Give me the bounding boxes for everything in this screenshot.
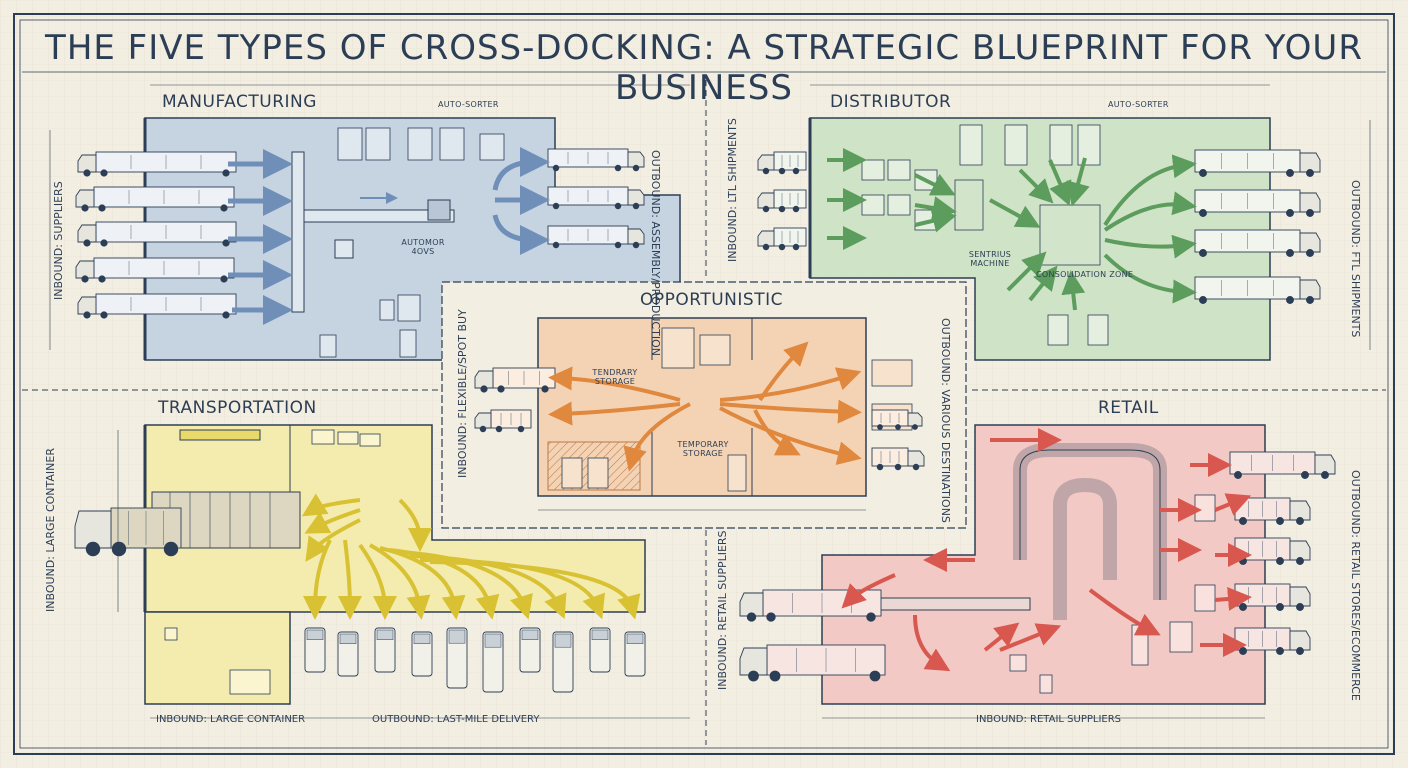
truck-icon — [77, 151, 237, 177]
truck-icon — [547, 186, 645, 210]
truck-icon — [757, 151, 807, 175]
truck-icon — [1229, 451, 1336, 479]
van-icon — [589, 627, 611, 673]
outbound-bottom-transportation: OUTBOUND: LAST-MILE DELIVERY — [372, 714, 540, 725]
van-icon — [304, 627, 326, 673]
truck-icon — [1234, 497, 1311, 525]
van-icon — [411, 631, 433, 677]
van-icon — [337, 631, 359, 677]
outbound-label-retail: OUTBOUND: RETAIL STORES/ECOMMERCE — [1349, 470, 1362, 701]
truck-icon — [1194, 149, 1321, 177]
retail-zone — [739, 424, 1336, 705]
truck-icon — [77, 293, 237, 319]
van-icon — [374, 627, 396, 673]
auto-sorter-label-distributor: AUTO-SORTER — [1108, 100, 1169, 109]
van-icon — [482, 631, 504, 693]
truck-icon — [871, 447, 925, 471]
zone-label-manufacturing: MANUFACTURING — [162, 92, 317, 112]
truck-icon — [1194, 189, 1321, 217]
truck-icon — [547, 148, 645, 172]
inbound-bottom-retail: INBOUND: RETAIL SUPPLIERS — [976, 714, 1122, 725]
storage-label-top: TENDRARY STORAGE — [592, 368, 638, 386]
truck-icon — [871, 409, 923, 430]
inbound-label-distributor: INBOUND: LTL SHIPMENTS — [726, 118, 739, 262]
outbound-label-opportunistic: OUTBOUND: VARIOUS DESTINATIONS — [939, 318, 952, 523]
outbound-label-manufacturing: OUTBOUND: ASSEMBLY/PRODUCTION — [649, 150, 662, 356]
zone-label-distributor: DISTRIBUTOR — [830, 92, 952, 112]
consolidation-zone-label: CONSOLIDATION ZONE — [1036, 270, 1134, 279]
inbound-label-retail-side: INBOUND: RETAIL SUPPLIERS — [716, 530, 729, 690]
inbound-bottom-transportation: INBOUND: LARGE CONTAINER — [156, 714, 306, 725]
distributor-zone — [757, 117, 1321, 361]
truck-icon — [739, 644, 886, 682]
truck-icon — [75, 257, 235, 283]
van-icon — [552, 631, 574, 693]
storage-label-bottom: TEMPORARY STORAGE — [677, 440, 729, 458]
inbound-label-transportation-side: INBOUND: LARGE CONTAINER — [44, 448, 57, 612]
sorting-machine-label: SENTRIUS MACHINE — [968, 250, 1012, 268]
truck-icon — [757, 227, 807, 251]
van-icon — [519, 627, 541, 673]
van-icon — [446, 627, 468, 689]
truck-icon — [1194, 229, 1321, 257]
truck-icon — [75, 186, 235, 212]
agv-label: AUTOMOR 4OVS — [401, 238, 445, 256]
zone-label-retail: RETAIL — [1098, 398, 1159, 418]
truck-icon — [474, 367, 556, 393]
inbound-label-manufacturing: INBOUND: SUPPLIERS — [52, 181, 65, 300]
zone-label-transportation: TRANSPORTATION — [158, 398, 317, 418]
van-icon — [624, 631, 646, 677]
truck-icon — [757, 189, 807, 213]
truck-icon — [1194, 276, 1321, 304]
truck-icon — [77, 221, 237, 247]
truck-icon — [474, 409, 532, 433]
zone-label-opportunistic: OPPORTUNISTIC — [640, 290, 783, 310]
truck-icon — [74, 507, 182, 557]
opportunistic-zone — [441, 281, 967, 529]
auto-sorter-label-manufacturing: AUTO-SORTER — [438, 100, 499, 109]
truck-icon — [547, 225, 645, 249]
page-title: THE FIVE TYPES OF CROSS-DOCKING: A STRAT… — [45, 28, 1363, 108]
outbound-label-distributor: OUTBOUND: FTL SHIPMENTS — [1349, 180, 1362, 338]
transportation-zone — [74, 424, 646, 705]
inbound-label-opportunistic: INBOUND: FLEXIBLE/SPOT BUY — [456, 309, 469, 478]
